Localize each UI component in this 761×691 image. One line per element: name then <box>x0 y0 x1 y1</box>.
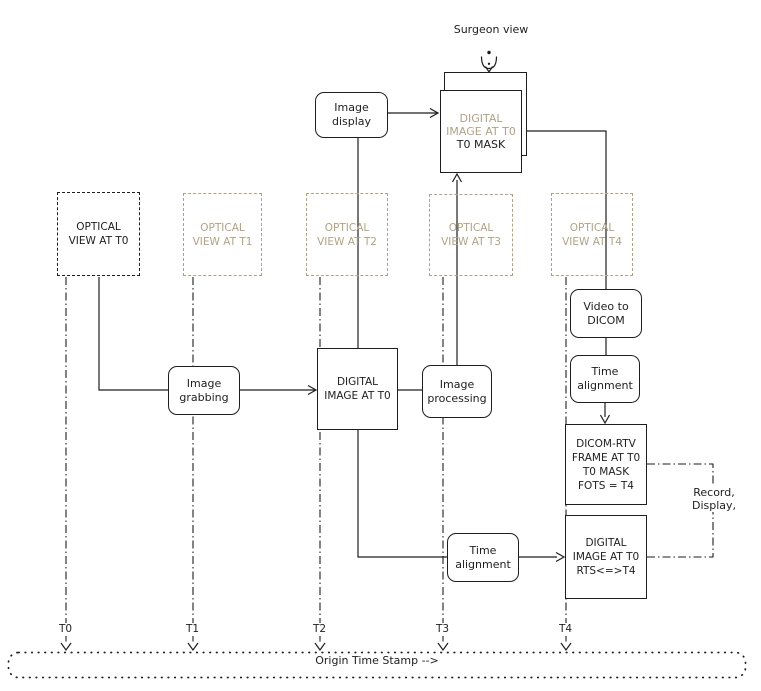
digital-rts-line-3: RTS<=>T4 <box>576 565 636 577</box>
optical-view-t2-box: OPTICAL VIEW AT T2 <box>306 193 388 276</box>
optical-t1-line-1: OPTICAL <box>200 221 245 234</box>
video-to-dicom-node: Video to DICOM <box>570 289 642 338</box>
time-align-top-line-2: alignment <box>577 379 633 392</box>
timeline-label-t2: T2 <box>312 623 328 636</box>
connector-digital-to-timealign-bottom <box>357 430 447 558</box>
eye-icon <box>480 56 498 70</box>
optical-t0-line-1: OPTICAL <box>76 221 121 233</box>
video-dicom-line-2: DICOM <box>587 313 625 327</box>
eye-inner-dot <box>487 62 491 65</box>
image-display-node: Image display <box>315 92 388 138</box>
digital-image-line-1: DIGITAL <box>336 376 379 388</box>
arrowhead-into-mask-left <box>429 107 440 119</box>
digital-image-line-2: IMAGE AT T0 <box>324 390 391 402</box>
optical-view-t0-box: OPTICAL VIEW AT T0 <box>57 192 140 276</box>
time-align-top-line-1: Time <box>591 365 619 378</box>
arrowhead-timeline-t3 <box>437 642 449 652</box>
eye-pupil-dot <box>487 50 491 55</box>
image-processing-line-1: Image <box>439 377 475 391</box>
surgeon-view-label: Surgeon view <box>453 23 529 36</box>
optical-view-t4-box: OPTICAL VIEW AT T4 <box>551 193 633 276</box>
arrowhead-into-digital <box>307 384 318 396</box>
time-alignment-bottom-node: Time alignment <box>447 533 519 582</box>
video-dicom-line-1: Video to <box>583 299 629 313</box>
image-processing-node: Image processing <box>422 365 492 418</box>
optical-t2-line-2: VIEW AT T2 <box>317 235 377 248</box>
record-display-label: Record, Display, <box>682 486 746 512</box>
timeline-label-t1: T1 <box>185 623 201 636</box>
image-display-line-2: display <box>331 115 372 128</box>
optical-t4-line-1: OPTICAL <box>569 221 615 234</box>
digital-rts-line-2: IMAGE AT T0 <box>572 551 640 563</box>
dicom-rtv-line-2: FRAME AT T0 <box>571 451 641 464</box>
optical-t3-line-2: VIEW AT T3 <box>441 236 501 248</box>
origin-time-stamp-text: Origin Time Stamp --> <box>311 654 443 667</box>
dicom-rtv-line-1: DICOM-RTV <box>576 437 636 450</box>
image-grabbing-line-1: Image <box>186 376 222 390</box>
mask-front-box: DIGITAL IMAGE AT T0 T0 MASK <box>440 90 522 173</box>
optical-t3-line-1: OPTICAL <box>448 222 494 234</box>
arrowhead-timeline-t0 <box>60 642 72 652</box>
timeline-label-t4: T4 <box>558 623 574 636</box>
connector-optical-t0-to-grabbing <box>98 277 168 391</box>
time-alignment-top-node: Time alignment <box>570 355 640 403</box>
dicom-rtv-frame-box: DICOM-RTV FRAME AT T0 T0 MASK FOTS = T4 <box>565 424 647 505</box>
digital-image-box: DIGITAL IMAGE AT T0 <box>317 348 398 430</box>
dicom-rtv-line-3: T0 MASK <box>582 465 630 478</box>
optical-view-t3-box: OPTICAL VIEW AT T3 <box>429 194 513 276</box>
image-processing-line-2: processing <box>427 391 487 405</box>
time-align-bottom-line-2: alignment <box>455 557 511 571</box>
arrowhead-timeline-t4 <box>560 642 572 652</box>
timeline-label-t0: T0 <box>58 623 74 636</box>
arrowhead-into-mask-bottom <box>451 172 463 183</box>
digital-image-rts-box: DIGITAL IMAGE AT T0 RTS<=>T4 <box>565 515 647 599</box>
mask-box-label: DIGITAL IMAGE AT T0 T0 MASK <box>446 112 516 151</box>
digital-rts-line-1: DIGITAL <box>585 537 627 549</box>
mask-line-3: T0 MASK <box>456 138 506 151</box>
mask-line-2: IMAGE AT T0 <box>446 125 516 138</box>
optical-t4-line-2: VIEW AT T4 <box>562 235 622 248</box>
arrowhead-into-rts <box>555 551 566 563</box>
arrowhead-timeline-t2 <box>314 642 326 652</box>
time-align-bottom-line-1: Time <box>469 543 497 557</box>
arrowhead-timeline-t1 <box>187 642 199 652</box>
image-display-line-1: Image <box>334 101 369 114</box>
optical-view-t1-box: OPTICAL VIEW AT T1 <box>183 193 262 276</box>
mask-line-1: DIGITAL <box>459 112 503 125</box>
image-grabbing-line-2: grabbing <box>179 390 229 404</box>
origin-time-stamp-label: Origin Time Stamp --> <box>8 654 746 667</box>
image-grabbing-node: Image grabbing <box>168 366 240 415</box>
optical-t1-line-2: VIEW AT T1 <box>192 235 253 248</box>
optical-t0-line-2: VIEW AT T0 <box>68 235 129 247</box>
dicom-rtv-line-4: FOTS = T4 <box>578 479 634 492</box>
display-line: Display, <box>691 499 737 512</box>
connector-mask-to-videodicom <box>527 130 607 289</box>
arrowhead-into-dicomrtv <box>599 414 611 425</box>
optical-t2-line-1: OPTICAL <box>324 221 370 234</box>
timeline-label-t3: T3 <box>435 623 451 636</box>
record-line: Record, <box>693 486 735 499</box>
